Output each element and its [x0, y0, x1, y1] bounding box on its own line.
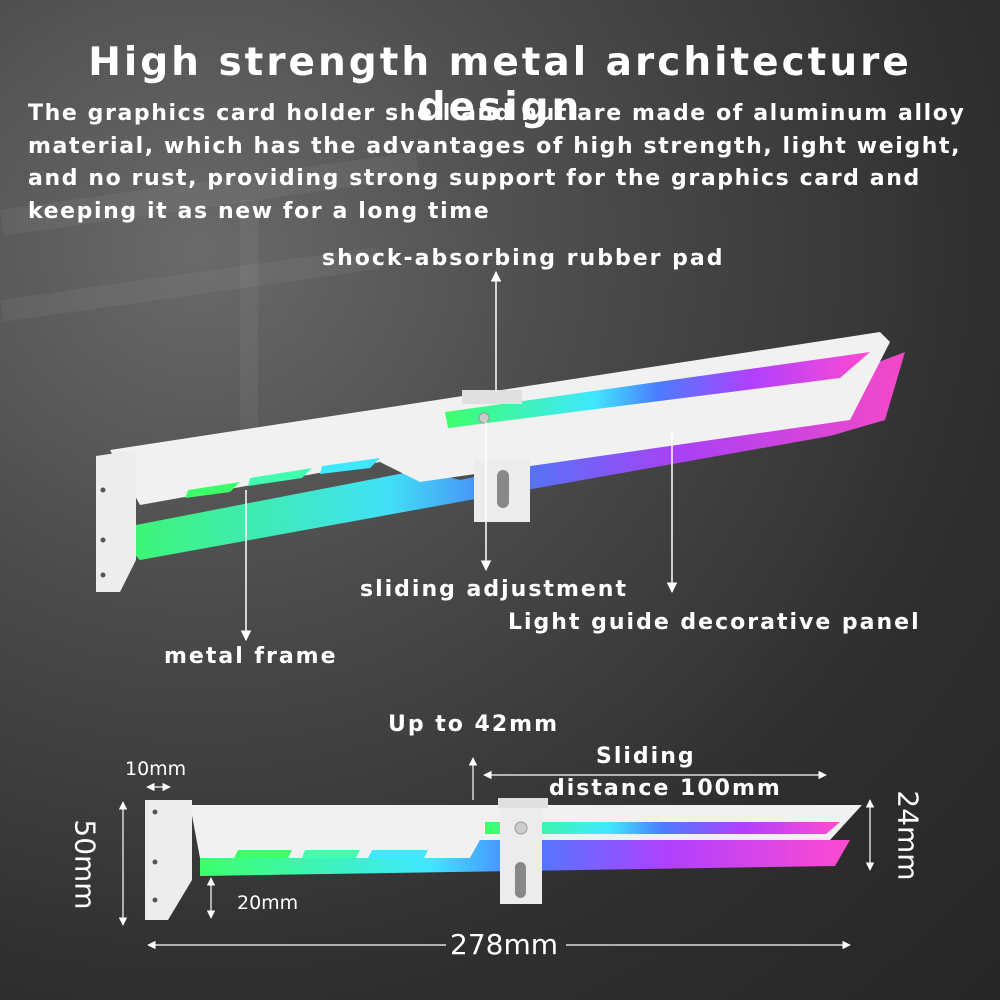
holder-side-view	[145, 798, 862, 920]
description-line: material, which has the advantages of hi…	[28, 133, 962, 159]
description-line: keeping it as new for a long time	[28, 198, 491, 224]
label-light-guide-panel: Light guide decorative panel	[508, 610, 921, 635]
screw-hole-icon	[100, 487, 106, 493]
label-sliding-line1: Sliding	[596, 744, 696, 769]
label-278mm: 278mm	[450, 928, 558, 961]
slide-slot	[445, 352, 870, 428]
label-50mm: 50mm	[68, 819, 102, 910]
vent-cutout	[302, 850, 360, 858]
vent-cutout	[368, 850, 428, 858]
label-metal-frame: metal frame	[164, 644, 338, 669]
label-sliding-adjustment: sliding adjustment	[360, 577, 628, 602]
label-rubber-pad: shock-absorbing rubber pad	[322, 246, 725, 271]
label-up-to-42mm: Up to 42mm	[388, 712, 560, 737]
slide-slot-side	[485, 822, 840, 834]
label-10mm: 10mm	[125, 758, 187, 780]
screw-hole-icon	[100, 537, 106, 543]
page-title: High strength metal architecture design	[88, 40, 912, 130]
bracket-plate-side	[145, 800, 192, 920]
vent-cutout	[320, 458, 380, 474]
label-sliding-line2: distance 100mm	[549, 776, 782, 801]
label-24mm: 24mm	[891, 790, 925, 881]
rubber-pad-side	[498, 798, 548, 808]
label-20mm: 20mm	[237, 892, 299, 914]
slide-hole	[497, 470, 509, 508]
description: The graphics card holder shell and nut a…	[28, 98, 988, 228]
rubber-pad	[462, 390, 522, 404]
holder-top-view	[96, 332, 905, 592]
thumb-screw-icon	[514, 821, 528, 835]
bracket-plate	[96, 450, 136, 592]
vent-cutout	[185, 482, 240, 498]
light-guide-panel	[110, 352, 905, 560]
description-line: and no rust, providing strong support fo…	[28, 166, 921, 191]
background-shadow-stripe	[240, 200, 258, 460]
slide-hole	[515, 862, 526, 898]
screw-hole-icon	[152, 859, 158, 865]
thumb-screw-icon	[478, 412, 490, 424]
vent-cutout	[248, 468, 312, 486]
vent-cutout	[234, 850, 292, 858]
screw-hole-icon	[152, 809, 158, 815]
description-line: The graphics card holder shell and nut a…	[28, 101, 966, 126]
screw-hole-icon	[100, 572, 106, 578]
screw-hole-icon	[152, 897, 158, 903]
